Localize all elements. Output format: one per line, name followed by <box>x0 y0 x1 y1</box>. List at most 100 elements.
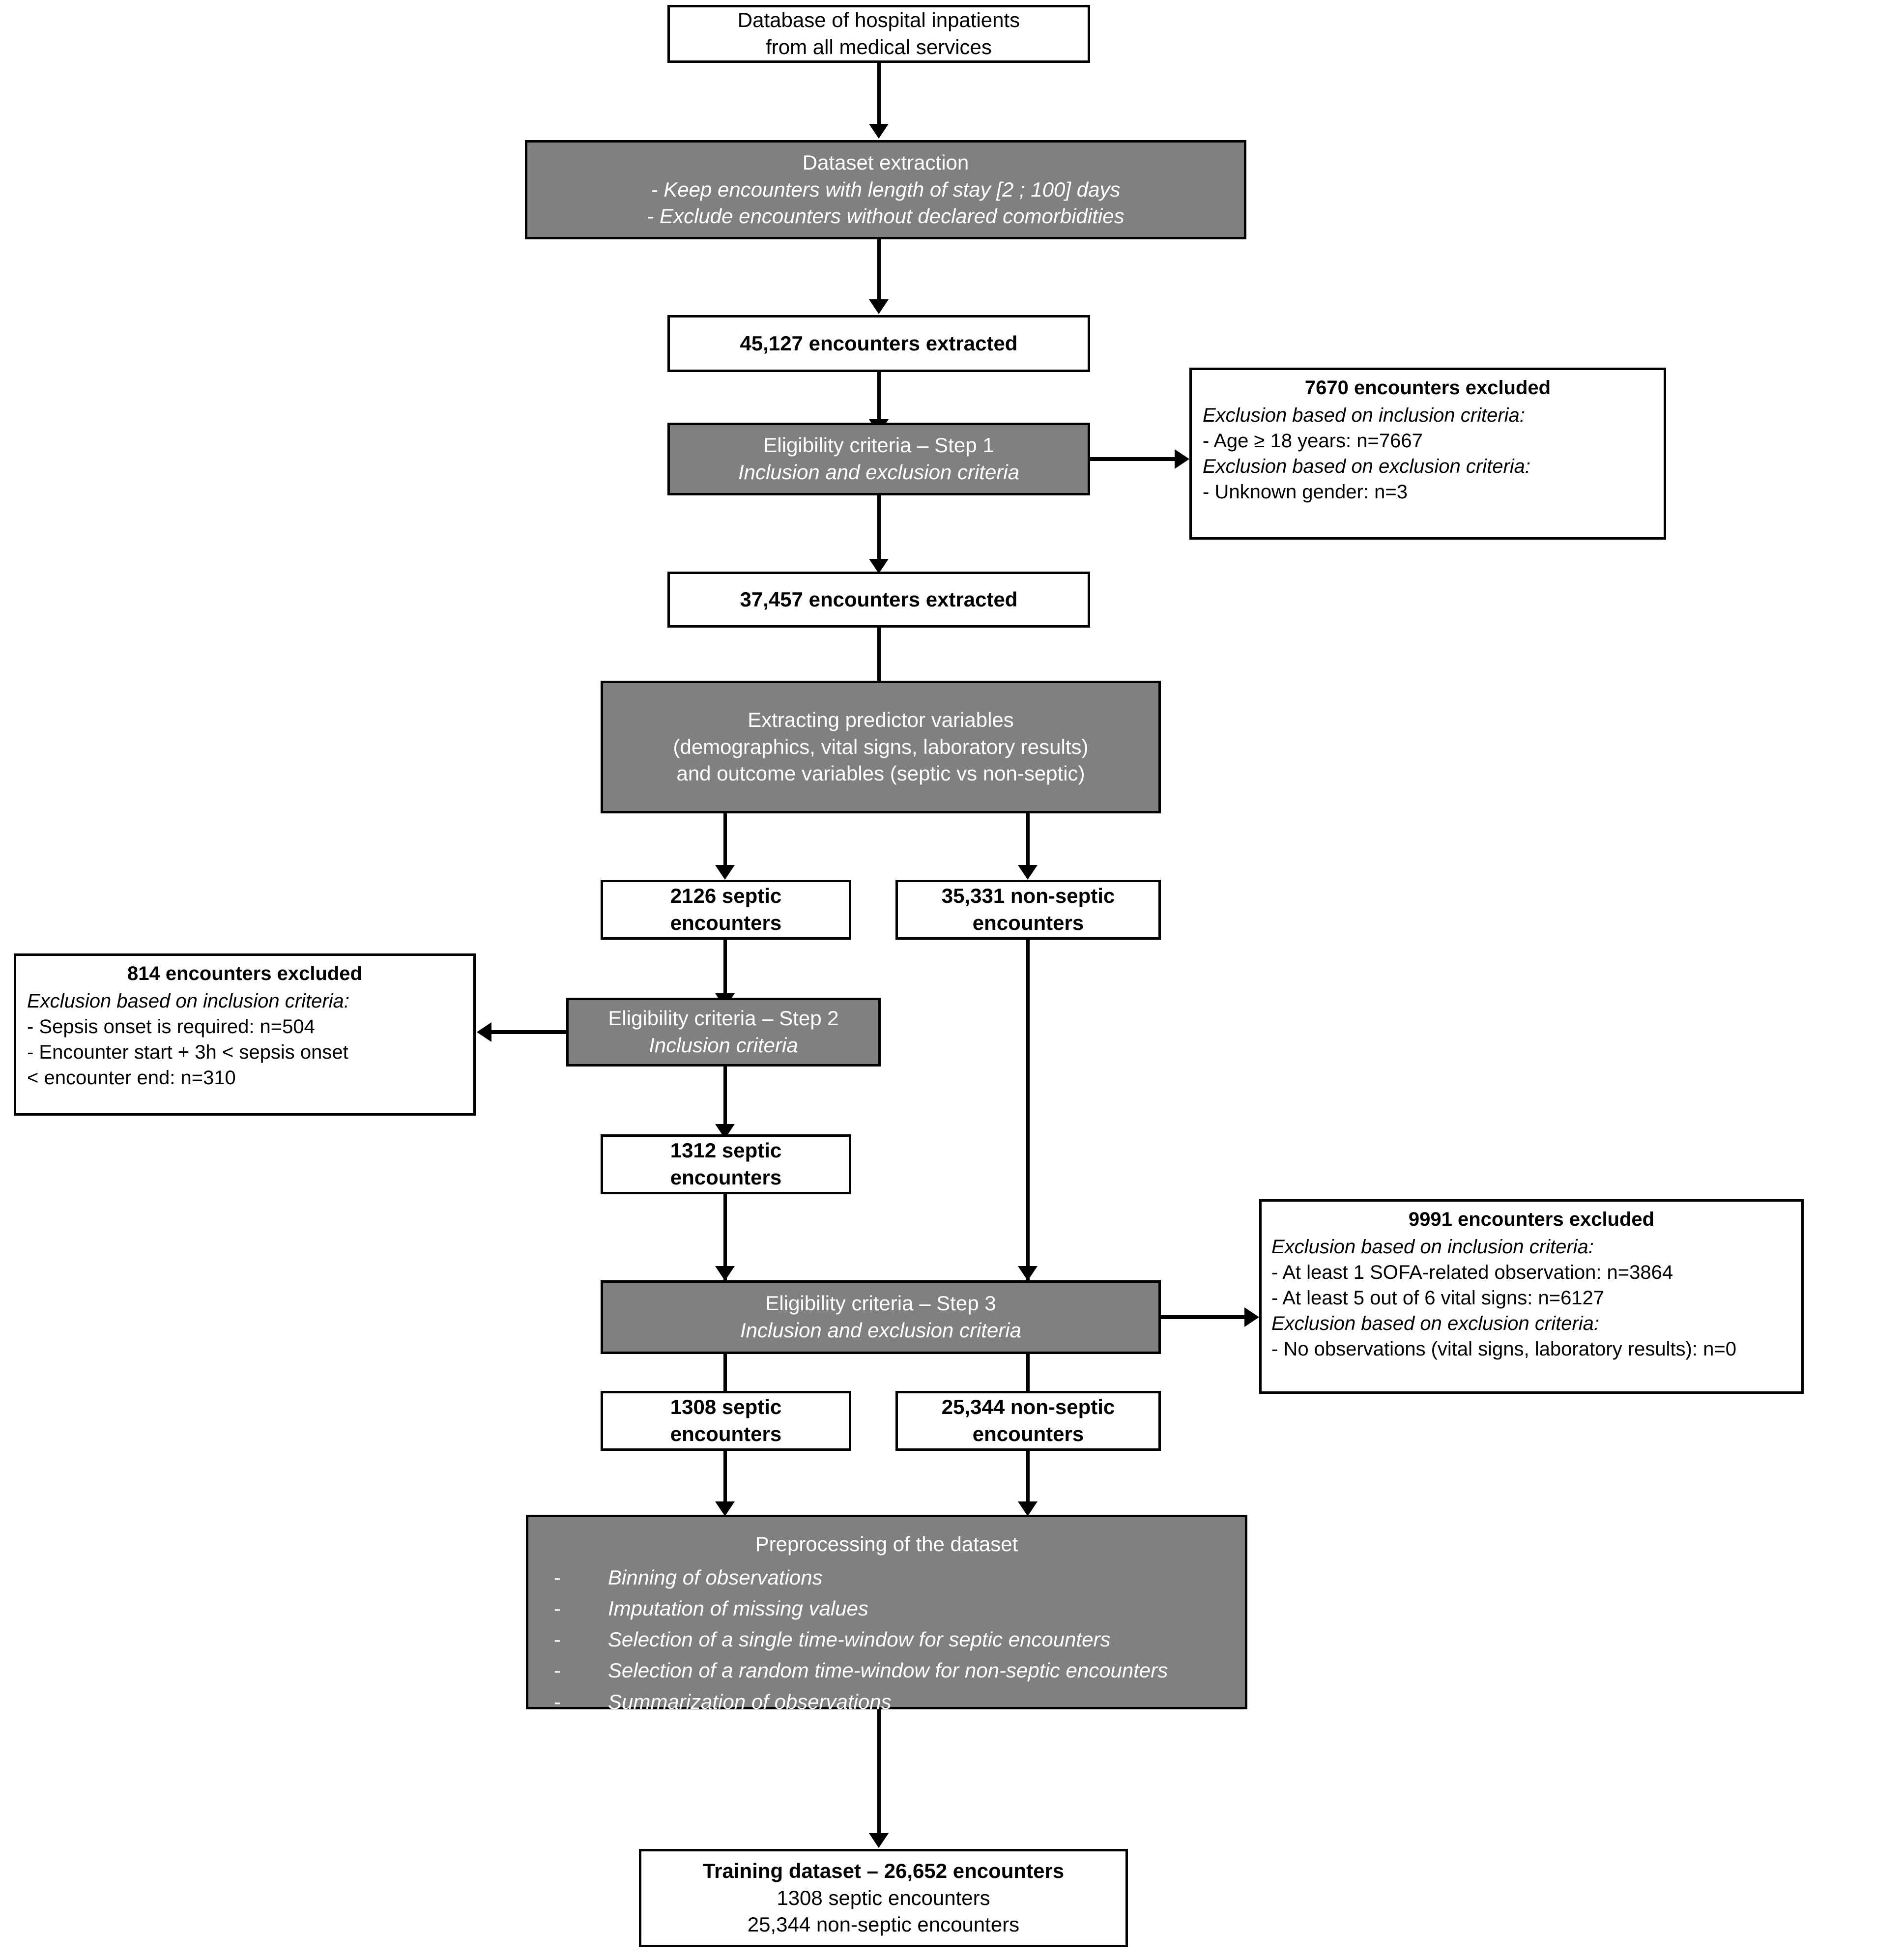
connector-step2-to-septic-1312 <box>723 1066 727 1128</box>
node-source: Database of hospital inpatients from all… <box>667 5 1090 63</box>
excluded-814-line-4: < encounter end: n=310 <box>27 1067 236 1089</box>
node-eligibility-step3: Eligibility criteria – Step 3 Inclusion … <box>601 1280 1161 1354</box>
preprocessing-item-text: Binning of observations <box>608 1565 823 1589</box>
arrowhead-predictors-to-septic-2126 <box>715 865 735 880</box>
arrowhead-nonseptic-25344-to-preprocessing <box>1018 1501 1038 1516</box>
connector-step1-to-37457 <box>877 495 881 563</box>
connector-septic-2126-to-step2 <box>723 940 727 997</box>
node-eligibility-step2: Eligibility criteria – Step 2 Inclusion … <box>566 998 881 1066</box>
connector-extraction-to-45127 <box>877 239 881 303</box>
connector-step2-to-excluded-814 <box>491 1030 568 1034</box>
preprocessing-list: - Binning of observations - Imputation o… <box>528 1565 1245 1720</box>
eligibility-step3-title: Eligibility criteria – Step 3 <box>765 1292 996 1315</box>
source-line-2: from all medical services <box>766 35 992 58</box>
extracted-45127-label: 45,127 encounters extracted <box>740 331 1018 355</box>
preprocessing-item-text: Selection of a single time-window for se… <box>608 1628 1111 1651</box>
arrowhead-septic-1312-to-step3 <box>715 1266 735 1281</box>
node-training-dataset: Training dataset – 26,652 encounters 130… <box>639 1849 1128 1947</box>
node-excluded-7670: 7670 encounters excluded Exclusion based… <box>1189 368 1666 540</box>
connector-nonseptic-25344-to-preprocessing <box>1026 1451 1030 1505</box>
nonseptic-35331-line-1: 35,331 non-septic <box>941 884 1115 908</box>
training-dataset-line-1: 1308 septic encounters <box>777 1886 990 1909</box>
excluded-7670-heading: 7670 encounters excluded <box>1304 377 1551 399</box>
arrowhead-extraction-to-45127 <box>869 299 889 314</box>
connector-step3-to-septic-1308 <box>723 1354 727 1406</box>
septic-2126-line-1: 2126 septic <box>670 884 782 908</box>
connector-preprocessing-to-training <box>877 1709 881 1837</box>
eligibility-step2-subtitle: Inclusion criteria <box>649 1034 798 1057</box>
node-extracting-predictors: Extracting predictor variables (demograp… <box>601 681 1161 813</box>
preprocessing-item-text: Summarization of observations <box>608 1690 892 1713</box>
node-septic-1308: 1308 septic encounters <box>601 1391 851 1451</box>
excluded-814-heading: 814 encounters excluded <box>127 963 362 984</box>
connector-predictors-to-septic-2126 <box>723 813 727 869</box>
nonseptic-25344-line-1: 25,344 non-septic <box>941 1395 1115 1419</box>
extracting-predictors-line-2: (demographics, vital signs, laboratory r… <box>673 735 1089 758</box>
connector-step3-to-excluded-9991 <box>1161 1315 1247 1319</box>
arrowhead-nonseptic-35331-to-step3 <box>1018 1266 1038 1281</box>
excluded-814-line-1: Exclusion based on inclusion criteria: <box>27 990 349 1012</box>
extracting-predictors-line-1: Extracting predictor variables <box>748 708 1014 732</box>
arrowhead-septic-1308-to-preprocessing <box>715 1501 735 1516</box>
preprocessing-title: Preprocessing of the dataset <box>755 1532 1018 1556</box>
training-dataset-line-2: 25,344 non-septic encounters <box>747 1913 1020 1936</box>
connector-nonseptic-35331-to-step3 <box>1026 940 1030 1280</box>
node-eligibility-step1: Eligibility criteria – Step 1 Inclusion … <box>667 423 1090 495</box>
excluded-9991-heading: 9991 encounters excluded <box>1408 1209 1655 1230</box>
node-extracted-37457: 37,457 encounters extracted <box>667 572 1090 628</box>
bullet-dash-icon: - <box>554 1596 561 1620</box>
arrowhead-preprocessing-to-training <box>869 1833 889 1848</box>
excluded-9991-line-1: Exclusion based on inclusion criteria: <box>1271 1236 1594 1258</box>
bullet-dash-icon: - <box>554 1565 561 1589</box>
eligibility-step3-subtitle: Inclusion and exclusion criteria <box>740 1319 1021 1342</box>
excluded-814-line-3: - Encounter start + 3h < sepsis onset <box>27 1041 348 1063</box>
bullet-dash-icon: - <box>554 1659 561 1682</box>
preprocessing-item: - Selection of a random time-window for … <box>554 1658 1245 1683</box>
arrowhead-predictors-to-nonseptic-35331 <box>1018 865 1038 880</box>
nonseptic-35331-line-2: encounters <box>972 911 1084 934</box>
excluded-9991-line-3: - At least 5 out of 6 vital signs: n=612… <box>1271 1287 1605 1309</box>
excluded-7670-line-4: - Unknown gender: n=3 <box>1203 481 1408 503</box>
excluded-7670-line-2: - Age ≥ 18 years: n=7667 <box>1203 430 1423 452</box>
connector-step1-to-excluded-7670 <box>1090 457 1176 461</box>
preprocessing-item: - Imputation of missing values <box>554 1596 1245 1621</box>
node-septic-2126: 2126 septic encounters <box>601 880 851 940</box>
node-septic-1312: 1312 septic encounters <box>601 1134 851 1194</box>
connector-45127-to-step1 <box>877 372 881 423</box>
node-excluded-9991: 9991 encounters excluded Exclusion based… <box>1259 1199 1804 1394</box>
arrowhead-step1-to-37457 <box>869 559 889 574</box>
node-excluded-814: 814 encounters excluded Exclusion based … <box>14 953 476 1116</box>
dataset-extraction-bullet-1: - Keep encounters with length of stay [2… <box>651 177 1121 201</box>
node-dataset-extraction: Dataset extraction - Keep encounters wit… <box>525 140 1246 239</box>
connector-septic-1308-to-preprocessing <box>723 1451 727 1505</box>
arrowhead-step3-to-excluded-9991 <box>1244 1307 1259 1327</box>
nonseptic-25344-line-2: encounters <box>972 1422 1084 1445</box>
preprocessing-item-text: Selection of a random time-window for no… <box>608 1659 1168 1682</box>
bullet-dash-icon: - <box>554 1690 561 1713</box>
excluded-9991-line-2: - At least 1 SOFA-related observation: n… <box>1271 1262 1673 1283</box>
source-line-1: Database of hospital inpatients <box>737 8 1020 32</box>
connector-source-to-extraction <box>877 63 881 128</box>
arrowhead-step1-to-excluded-7670 <box>1175 449 1189 469</box>
preprocessing-item: - Summarization of observations <box>554 1689 1245 1714</box>
excluded-814-line-2: - Sepsis onset is required: n=504 <box>27 1016 315 1038</box>
septic-1308-line-1: 1308 septic <box>670 1395 782 1419</box>
bullet-dash-icon: - <box>554 1628 561 1651</box>
excluded-7670-line-3: Exclusion based on exclusion criteria: <box>1203 456 1531 477</box>
excluded-7670-line-1: Exclusion based on inclusion criteria: <box>1203 404 1525 426</box>
connector-37457-to-predictors <box>877 628 881 696</box>
excluded-9991-line-5: - No observations (vital signs, laborato… <box>1271 1338 1736 1360</box>
training-dataset-heading: Training dataset – 26,652 encounters <box>702 1859 1065 1883</box>
septic-1308-line-2: encounters <box>670 1422 782 1445</box>
node-extracted-45127: 45,127 encounters extracted <box>667 315 1090 372</box>
connector-septic-1312-to-step3 <box>723 1194 727 1280</box>
node-nonseptic-25344: 25,344 non-septic encounters <box>895 1391 1161 1451</box>
node-nonseptic-35331: 35,331 non-septic encounters <box>895 880 1161 940</box>
preprocessing-item: - Selection of a single time-window for … <box>554 1627 1245 1652</box>
connector-predictors-to-nonseptic-35331 <box>1026 813 1030 869</box>
arrowhead-source-to-extraction <box>869 124 889 139</box>
septic-1312-line-1: 1312 septic <box>670 1139 782 1162</box>
arrowhead-step2-to-excluded-814 <box>477 1022 491 1042</box>
dataset-extraction-title: Dataset extraction <box>802 151 969 174</box>
